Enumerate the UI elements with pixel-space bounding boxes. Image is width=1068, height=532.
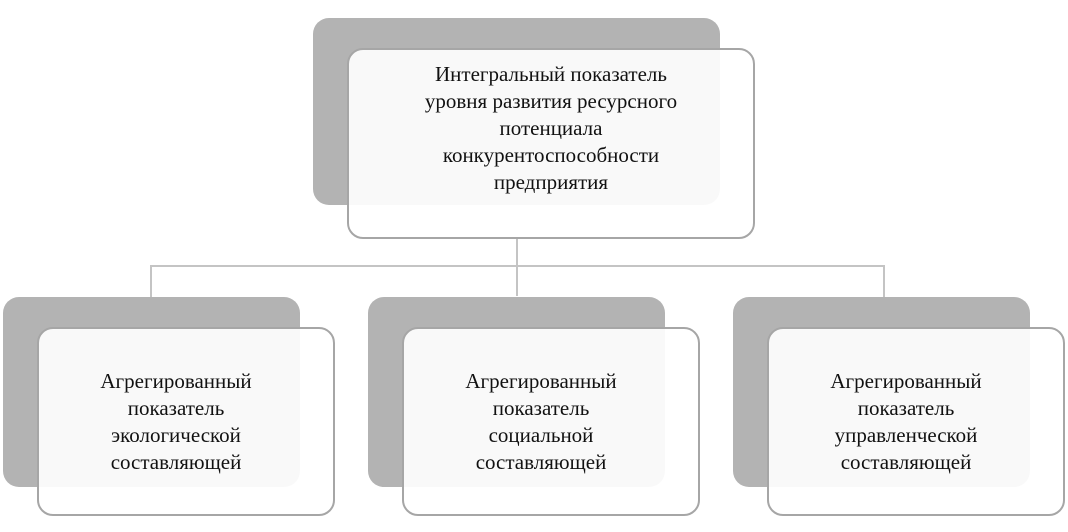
root-node-label: Интегральный показатель уровня развития … [424,62,678,194]
child-node-managerial: Агрегированный показатель управленческой… [767,327,1065,516]
root-node: Интегральный показатель уровня развития … [347,48,755,239]
child-node-social: Агрегированный показатель социальной сос… [402,327,700,516]
child-node-label: Агрегированный показатель экологической … [100,368,252,474]
connector-left [150,265,152,297]
child-node-label: Агрегированный показатель управленческой… [830,368,982,474]
connector-root-vertical [516,238,518,296]
child-node-ecological: Агрегированный показатель экологической … [37,327,335,516]
connector-horizontal [150,265,885,267]
child-node-label: Агрегированный показатель социальной сос… [465,368,617,474]
connector-right [883,265,885,297]
